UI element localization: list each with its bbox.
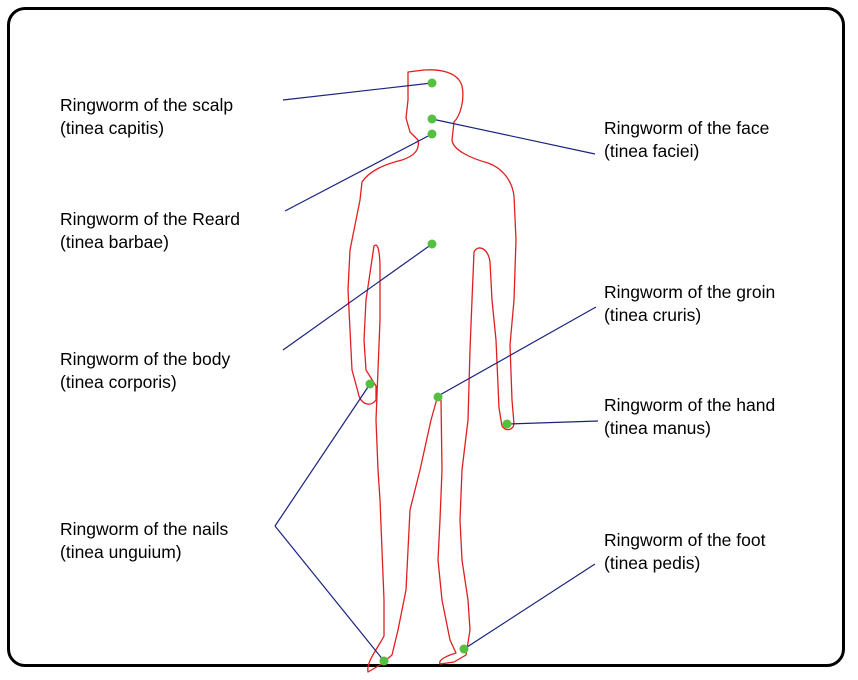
label-beard: Ringworm of the Reard (tinea barbae)	[60, 208, 240, 254]
label-scalp-name: Ringworm of the scalp	[60, 94, 233, 117]
label-body: Ringworm of the body (tinea corporis)	[60, 348, 230, 394]
label-foot-name: Ringworm of the foot	[604, 529, 765, 552]
label-groin-latin: (tinea cruris)	[604, 304, 775, 327]
label-foot: Ringworm of the foot (tinea pedis)	[604, 529, 765, 575]
label-hand: Ringworm of the hand (tinea manus)	[604, 394, 775, 440]
label-hand-latin: (tinea manus)	[604, 417, 775, 440]
label-groin-name: Ringworm of the groin	[604, 281, 775, 304]
site-foot-dot	[460, 645, 469, 654]
site-nails-hand-dot	[366, 380, 375, 389]
label-foot-latin: (tinea pedis)	[604, 552, 765, 575]
label-body-latin: (tinea corporis)	[60, 371, 230, 394]
leader-hand	[507, 421, 598, 424]
label-face-latin: (tinea faciei)	[604, 140, 769, 163]
label-nails: Ringworm of the nails (tinea unguium)	[60, 518, 228, 564]
site-scalp-dot	[428, 79, 437, 88]
label-nails-name: Ringworm of the nails	[60, 518, 228, 541]
label-beard-latin: (tinea barbae)	[60, 231, 240, 254]
leader-groin	[438, 307, 596, 396]
label-groin: Ringworm of the groin (tinea cruris)	[604, 281, 775, 327]
leader-foot	[464, 564, 595, 649]
label-hand-name: Ringworm of the hand	[604, 394, 775, 417]
leader-nails-lower	[275, 526, 384, 661]
label-nails-latin: (tinea unguium)	[60, 541, 228, 564]
label-beard-name: Ringworm of the Reard	[60, 208, 240, 231]
site-hand-dot	[503, 420, 512, 429]
label-scalp-latin: (tinea capitis)	[60, 117, 233, 140]
label-scalp: Ringworm of the scalp (tinea capitis)	[60, 94, 233, 140]
body-outline	[348, 70, 516, 672]
label-face: Ringworm of the face (tinea faciei)	[604, 117, 769, 163]
label-face-name: Ringworm of the face	[604, 117, 769, 140]
leader-scalp	[283, 83, 432, 100]
site-face-dot	[428, 115, 437, 124]
site-beard-dot	[428, 130, 437, 139]
site-groin-dot	[434, 393, 443, 402]
site-nails-foot-dot	[380, 657, 389, 666]
leader-nails-upper	[275, 384, 370, 526]
site-body-dot	[428, 240, 437, 249]
label-body-name: Ringworm of the body	[60, 348, 230, 371]
leader-body	[283, 244, 432, 350]
leader-beard	[285, 134, 432, 211]
